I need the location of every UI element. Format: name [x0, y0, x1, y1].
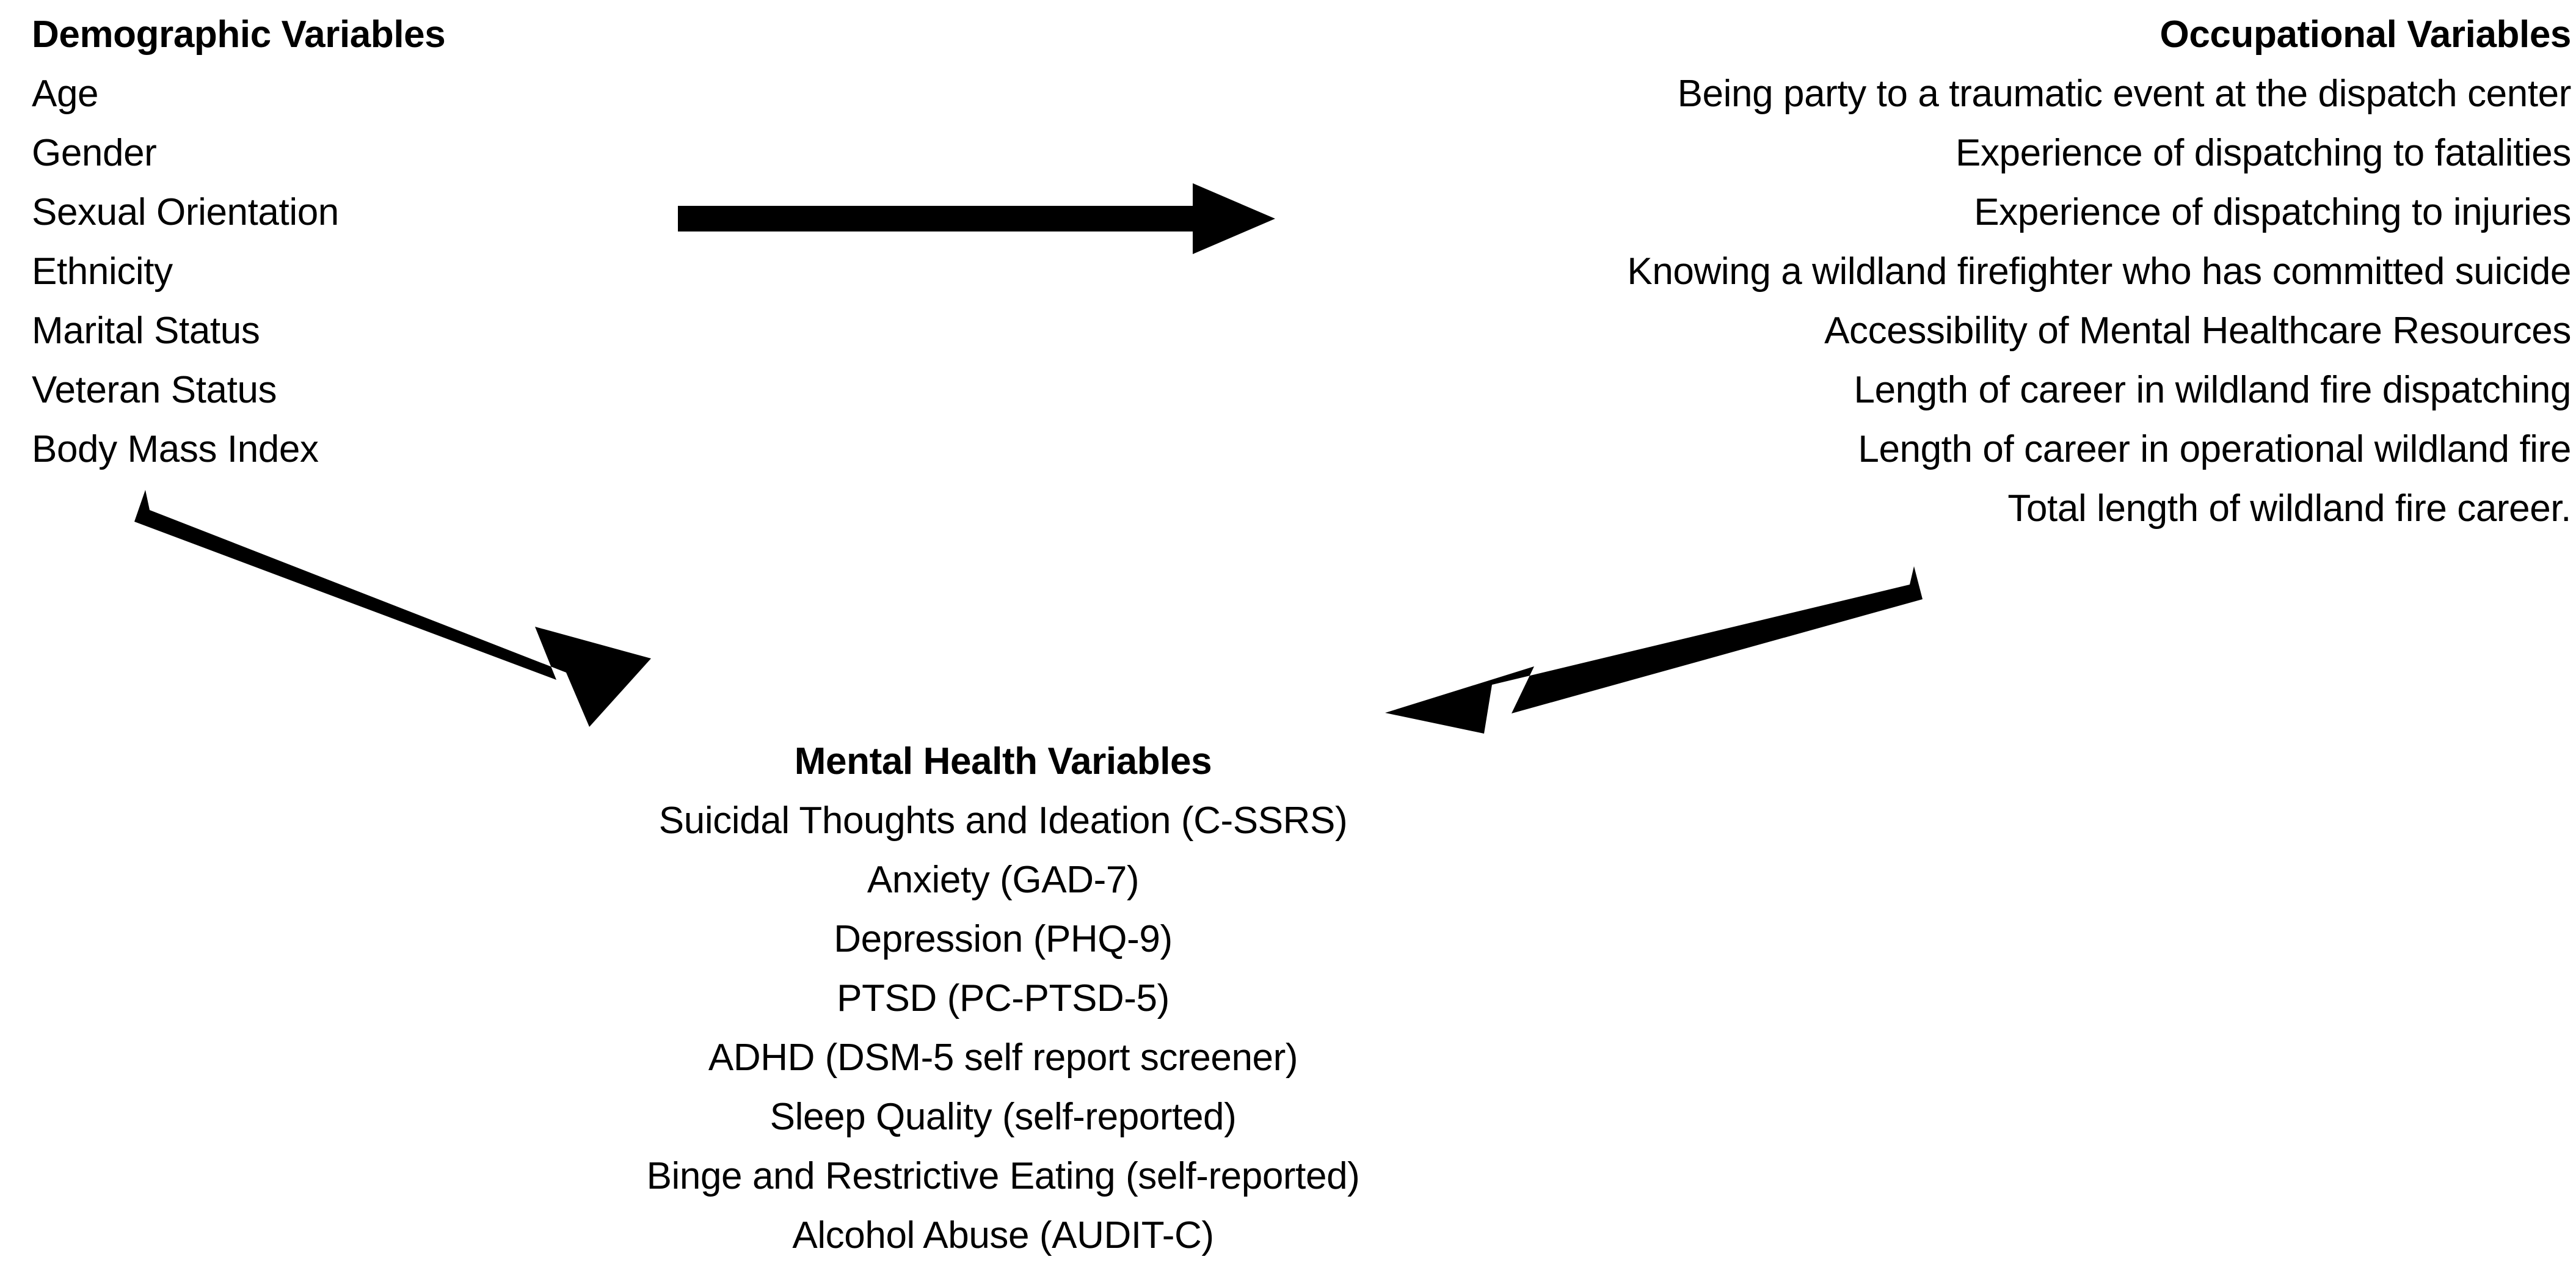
mental-health-heading: Mental Health Variables: [794, 740, 1212, 782]
mental-health-item-anxiety: Anxiety (GAD-7): [867, 859, 1140, 901]
occupational-variables-block: Occupational Variables Being party to a …: [1627, 5, 2571, 538]
mental-health-item-ptsd: PTSD (PC-PTSD-5): [837, 977, 1170, 1019]
demographic-item-gender: Gender: [32, 132, 157, 174]
demographic-variables-block: Demographic Variables Age Gender Sexual …: [32, 5, 446, 479]
demographic-item-veteran-status: Veteran Status: [32, 369, 277, 411]
occupational-item-career-dispatching: Length of career in wildland fire dispat…: [1854, 369, 2571, 411]
mental-health-item-suicidal-ideation: Suicidal Thoughts and Ideation (C-SSRS): [658, 800, 1348, 842]
demographic-item-age: Age: [32, 73, 99, 115]
mental-health-item-eating: Binge and Restrictive Eating (self-repor…: [646, 1155, 1360, 1197]
mental-health-item-sleep-quality: Sleep Quality (self-reported): [770, 1096, 1237, 1138]
demographic-item-ethnicity: Ethnicity: [32, 250, 173, 293]
demographic-item-sexual-orientation: Sexual Orientation: [32, 191, 339, 233]
arrow-demographic-to-mental-health-icon: [134, 490, 651, 727]
arrow-occupational-to-mental-health-icon: [1385, 566, 1923, 734]
mental-health-variables-block: Mental Health Variables Suicidal Thought…: [0, 732, 2006, 1265]
occupational-item-dispatch-fatalities: Experience of dispatching to fatalities: [1955, 132, 2571, 174]
mental-health-item-adhd: ADHD (DSM-5 self report screener): [708, 1037, 1298, 1079]
demographic-item-body-mass-index: Body Mass Index: [32, 428, 319, 470]
mental-health-item-alcohol-abuse: Alcohol Abuse (AUDIT-C): [792, 1214, 1214, 1256]
occupational-item-knowing-suicide: Knowing a wildland firefighter who has c…: [1627, 250, 2571, 293]
mental-health-item-depression: Depression (PHQ-9): [834, 918, 1173, 960]
occupational-item-total-career: Total length of wildland fire career.: [2007, 487, 2571, 530]
demographic-heading: Demographic Variables: [32, 13, 446, 56]
demographic-item-marital-status: Marital Status: [32, 310, 260, 352]
occupational-item-traumatic-event: Being party to a traumatic event at the …: [1677, 73, 2572, 115]
occupational-item-dispatch-injuries: Experience of dispatching to injuries: [1974, 191, 2571, 233]
occupational-item-healthcare-access: Accessibility of Mental Healthcare Resou…: [1824, 310, 2571, 352]
arrow-demographic-to-occupational-icon: [678, 183, 1275, 254]
occupational-heading: Occupational Variables: [2159, 13, 2572, 56]
occupational-item-career-operational: Length of career in operational wildland…: [1858, 428, 2571, 470]
